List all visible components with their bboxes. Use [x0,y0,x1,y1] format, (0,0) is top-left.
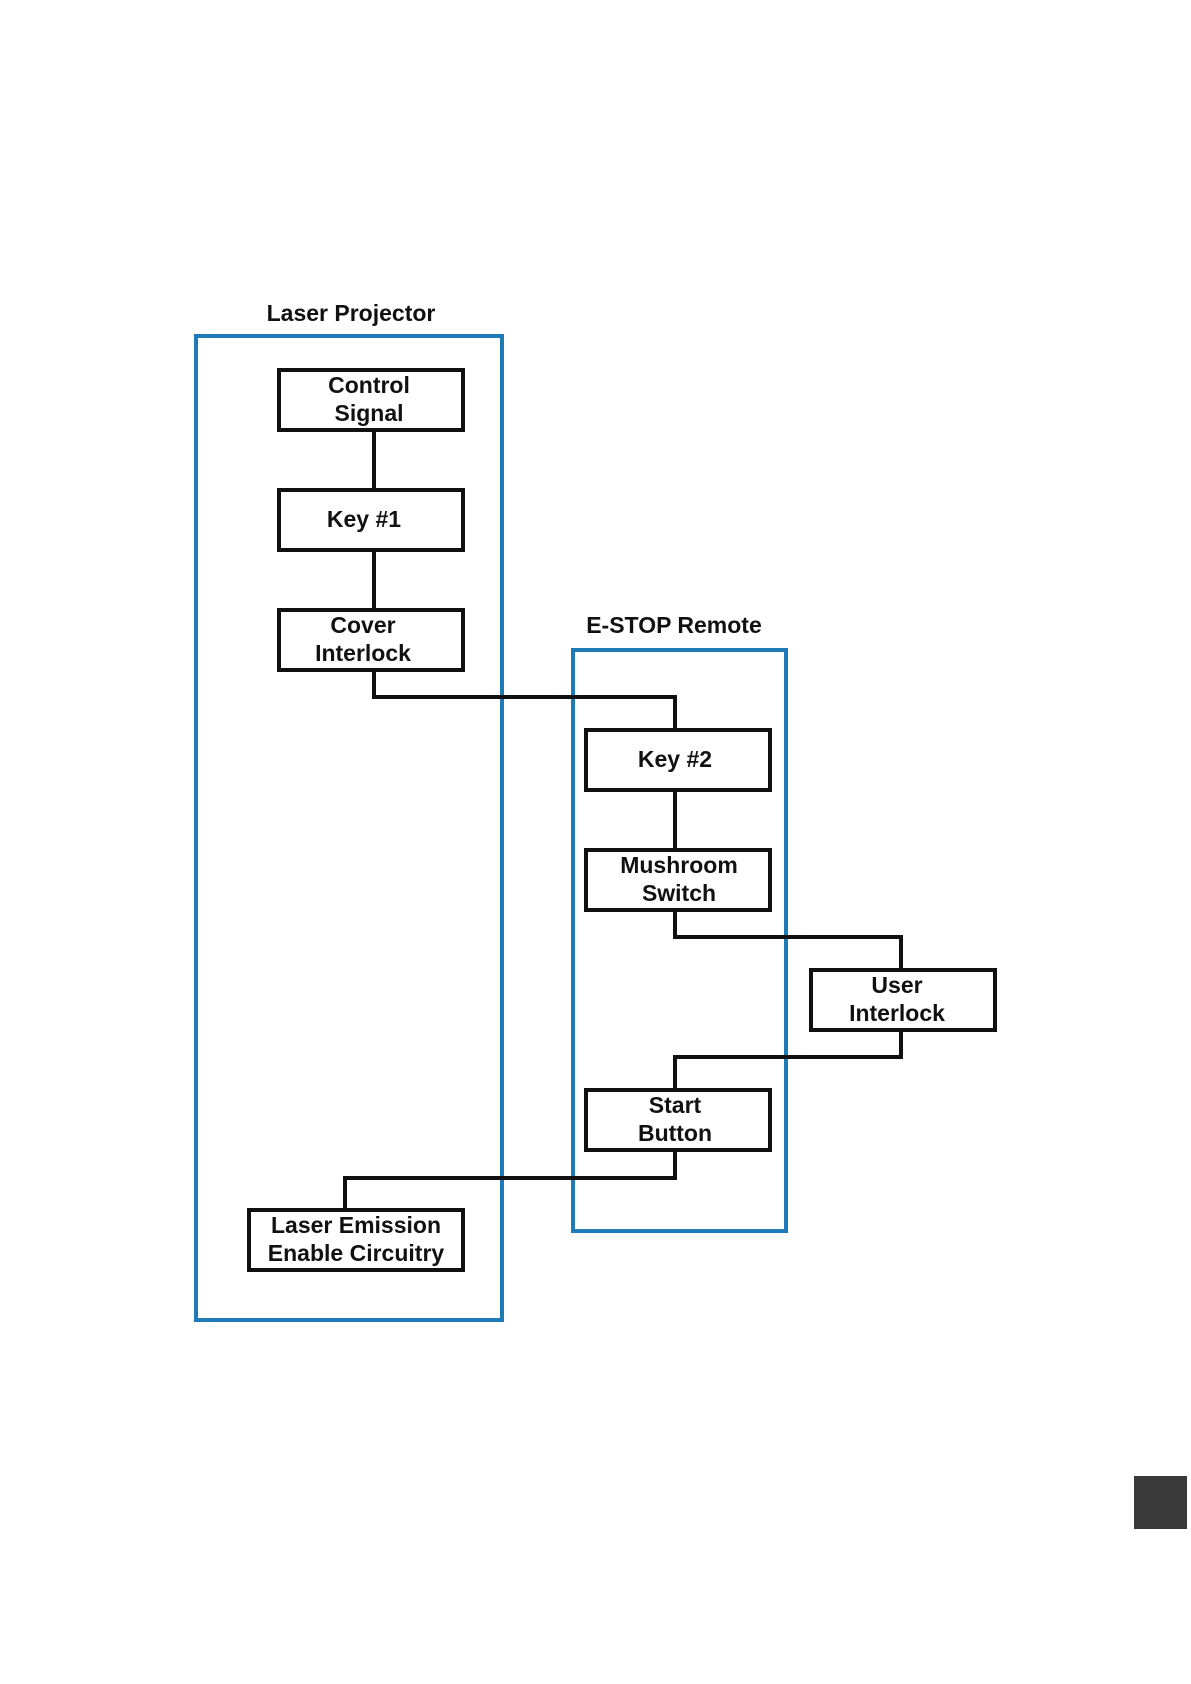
start-button-label-line1: Start [649,1092,702,1118]
estop-remote-title: E-STOP Remote [586,612,762,638]
control-signal-label-line1: Control [328,372,410,398]
key1-node: Key #1 [279,490,463,550]
wire-start-button-to-laser-emission [345,1150,675,1210]
mushroom-switch-label-line1: Mushroom [620,852,738,878]
cover-interlock-label-line2: Interlock [315,640,411,666]
user-interlock-label-line1: User [871,972,922,998]
user-interlock-node: User Interlock [811,970,995,1030]
wire-cover-interlock-to-key2 [374,670,675,730]
laser-emission-node: Laser Emission Enable Circuitry [249,1210,463,1270]
page-corner-tab [1134,1476,1187,1529]
key1-label: Key #1 [327,506,401,532]
mushroom-switch-node: Mushroom Switch [586,850,770,910]
user-interlock-label-line2: Interlock [849,1000,945,1026]
laser-projector-title: Laser Projector [267,300,436,326]
mushroom-switch-label-line2: Switch [642,880,716,906]
start-button-node: Start Button [586,1090,770,1150]
laser-emission-label-line1: Laser Emission [271,1212,441,1238]
key2-node: Key #2 [586,730,770,790]
start-button-label-line2: Button [638,1120,712,1146]
key2-label: Key #2 [638,746,712,772]
control-signal-label-line2: Signal [334,400,403,426]
cover-interlock-label-line1: Cover [330,612,395,638]
laser-projector-group [196,336,502,1320]
control-signal-node: Control Signal [279,370,463,430]
cover-interlock-node: Cover Interlock [279,610,463,670]
laser-emission-label-line2: Enable Circuitry [268,1240,445,1266]
